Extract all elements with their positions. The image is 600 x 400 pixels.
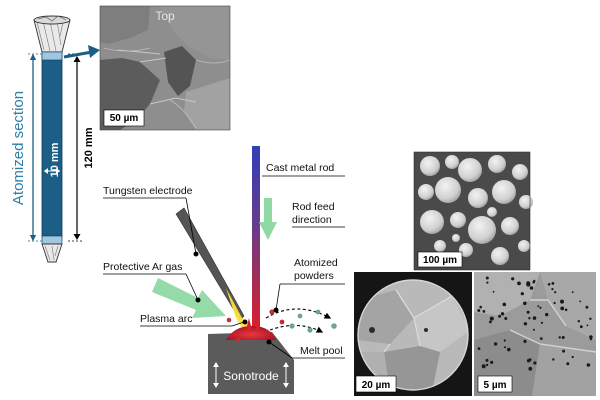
scale-powders-label: 100 µm [423, 255, 457, 266]
top-pointer-arrow [63, 45, 100, 59]
atomized-section-indicator: Atomized section [10, 53, 42, 242]
plasma-arc-label: Plasma arc [140, 313, 193, 325]
scale-top-label: 50 µm [110, 113, 139, 124]
top-label: Top [155, 9, 175, 23]
cast-rod-label: Cast metal rod [266, 162, 334, 174]
melt-pool-label: Melt pool [300, 345, 343, 357]
rod-feed-label-1: Rod feed [292, 201, 335, 213]
sonotrode: Sonotrode [208, 332, 294, 394]
electrode-label: Tungsten electrode [103, 185, 193, 197]
powders-label-2: powders [294, 270, 334, 282]
rod-feed-arrow [259, 198, 277, 240]
scale-cross-label: 20 µm [362, 380, 391, 391]
cast-metal-rod [252, 146, 260, 338]
top-micrograph: Top 50 µm [99, 5, 231, 131]
length-label: 120 mm [83, 127, 95, 168]
diameter-label: 10 mm [49, 142, 61, 177]
sonotrode-label: Sonotrode [223, 369, 279, 383]
rod-feed-label-2: direction [292, 214, 332, 226]
powder-micrograph: 100 µm [413, 151, 533, 271]
scale-zoom-label: 5 µm [484, 380, 507, 391]
powders-label-1: Atomized [294, 257, 338, 269]
diameter-dimension: 10 mm [44, 142, 61, 177]
gas-flow-arrow [152, 278, 226, 318]
melt-pool [226, 326, 276, 340]
rod-specimen [33, 15, 71, 263]
atomized-section-label: Atomized section [10, 91, 27, 205]
zoom-micrograph: 5 µm [474, 272, 597, 396]
length-dimension: 120 mm [68, 53, 95, 242]
atomized-droplets [226, 308, 337, 343]
cross-section-micrograph: 20 µm [354, 272, 472, 396]
gas-label: Protective Ar gas [103, 261, 182, 273]
